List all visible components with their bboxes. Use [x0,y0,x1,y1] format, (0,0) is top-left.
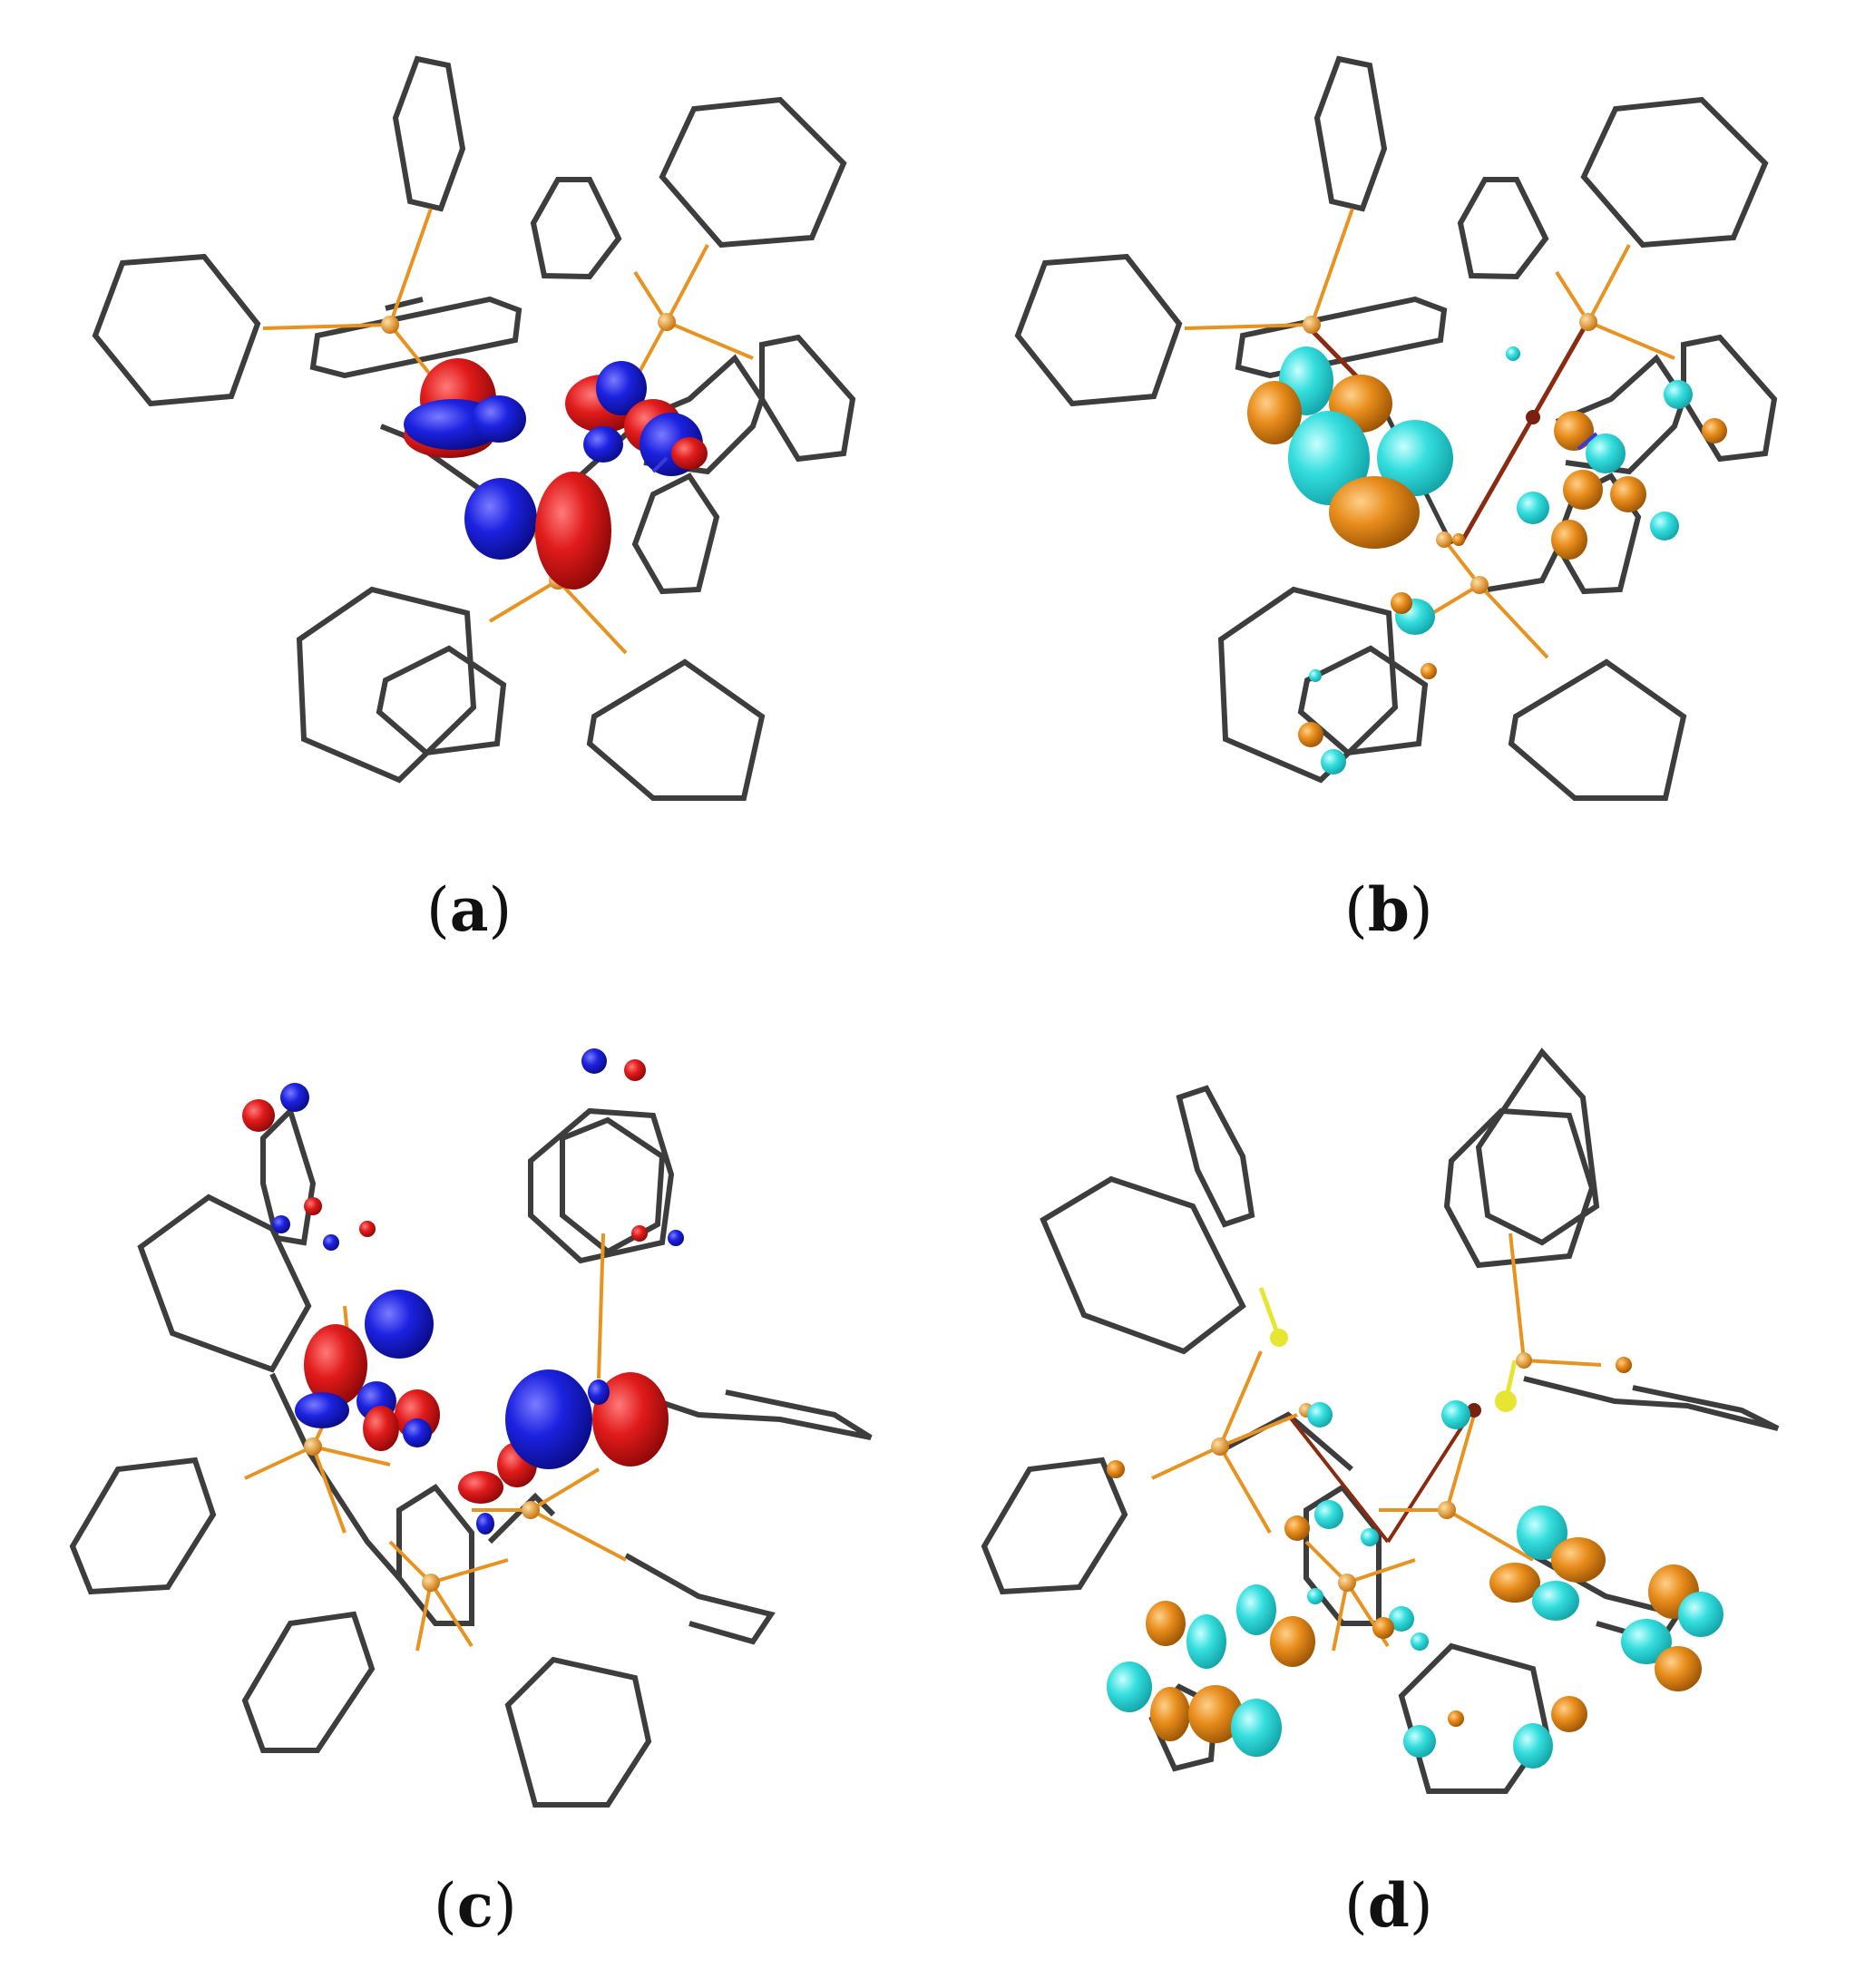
orbital-lobes-a [404,358,708,590]
orbital-lobes-b [1247,346,1727,775]
panel-label-d: (d) [1344,1870,1433,1941]
panel-a-molecule [92,55,856,801]
phosphorus-atom [658,313,676,331]
panel-label-a: (a) [426,874,513,945]
panel-label-c: (c) [434,1870,517,1941]
panel-label-b: (b) [1344,874,1433,945]
phosphorus-atom [381,316,399,334]
panel-d-molecule [981,1048,1780,1794]
orbital-lobes-d [1107,1357,1723,1769]
panel-b-molecule [1014,55,1778,801]
panel-c-molecule [69,1048,873,1808]
orbital-lobes-c [242,1048,684,1535]
